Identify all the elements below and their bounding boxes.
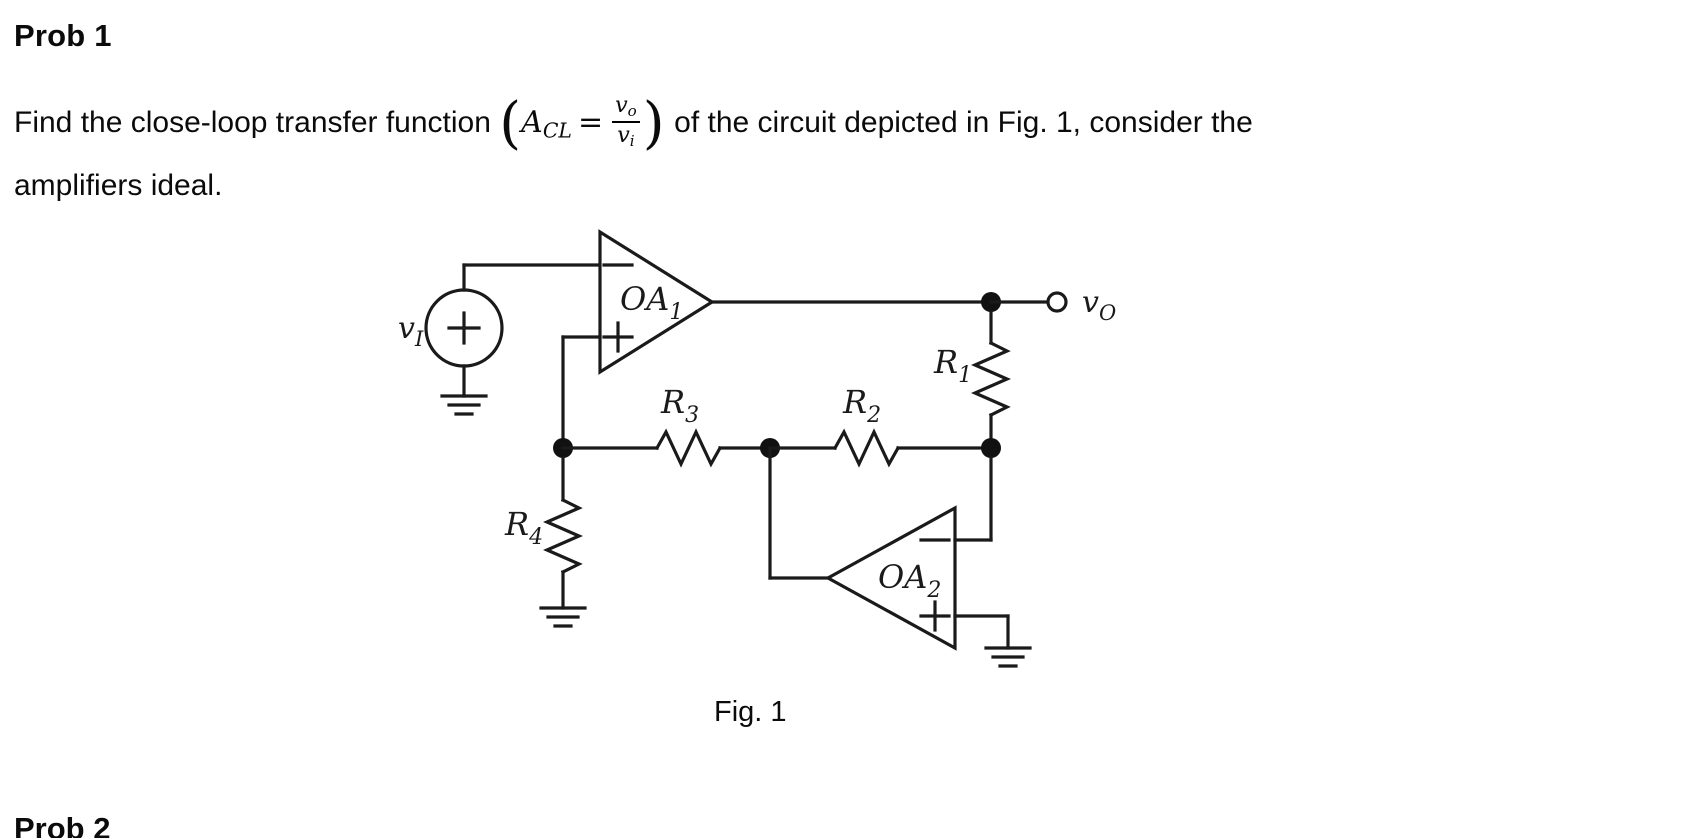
formula-equals: = (577, 105, 604, 140)
statement-text-post: of the circuit depicted in Fig. 1, consi… (674, 106, 1253, 139)
r2-zigzag (832, 428, 901, 468)
r1-zigzag (971, 340, 1011, 418)
resistor-1-label: R1 (933, 343, 972, 388)
resistor-3-label: R3 (660, 383, 699, 428)
r3-zigzag (654, 428, 723, 468)
resistor-2-label: R2 (842, 383, 881, 428)
formula-numerator-sub: o (627, 102, 637, 121)
formula-denominator-base: v (617, 122, 630, 148)
opamp-2-body (824, 505, 957, 651)
opamp-2-label: OA2 (878, 558, 941, 603)
r4-zigzag (543, 497, 583, 575)
statement-text-pre: Find the close-loop transfer function (14, 106, 491, 139)
figure-caption: Fig. 1 (714, 696, 787, 728)
problem-statement-line-2: amplifiers ideal. (14, 169, 223, 202)
formula-denominator-sub: i (629, 132, 635, 151)
node-right-junction-dot (981, 438, 1001, 458)
problem-statement-line-1: Find the close-loop transfer function (A… (14, 92, 1554, 162)
page-title: Prob 1 (14, 18, 112, 53)
formula-open-paren: ( (499, 91, 522, 156)
next-problem-title-partial: Prob 2 (14, 812, 111, 838)
formula-symbol: A (521, 105, 543, 140)
output-label: vO (1082, 285, 1116, 325)
source-label: vI (398, 311, 424, 351)
formula-numerator-base: v (615, 91, 628, 118)
circuit-diagram: vI OA1 OA2 vO R1 R2 R3 R4 (0, 210, 1698, 695)
resistor-4-label: R4 (504, 505, 543, 550)
formula-numerator: vo (612, 91, 640, 121)
formula-close-paren: ) (642, 91, 665, 156)
formula-symbol-sub: CL (542, 118, 572, 143)
formula-denominator: vi (612, 121, 640, 150)
opamp-1-label: OA1 (620, 280, 683, 325)
output-terminal-open-circle (1046, 291, 1068, 313)
